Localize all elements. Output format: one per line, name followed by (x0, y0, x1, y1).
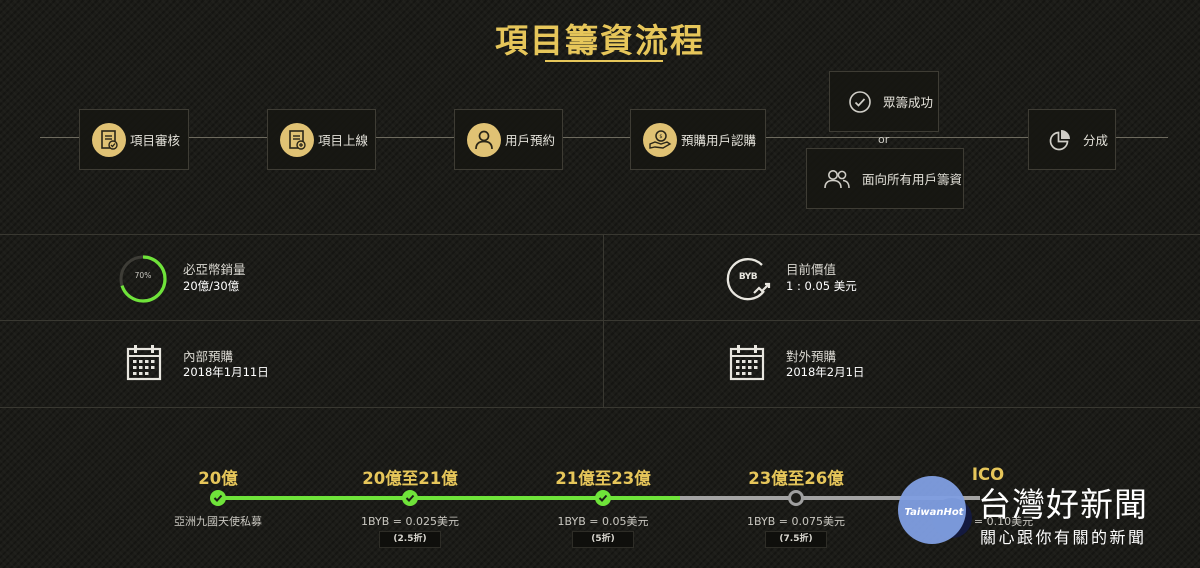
flow-step-label: 預購用戶認購 (681, 133, 757, 148)
byb-price-icon: BYB (724, 255, 772, 303)
stage-complete-node (595, 490, 611, 506)
users-icon (822, 166, 852, 192)
watermark-blue-circle (898, 476, 966, 544)
watermark-logo-text: TaiwanHot (904, 507, 964, 518)
internal-presale-label: 內部預購 (183, 349, 234, 364)
stage-title: 23億至26億 (748, 469, 844, 488)
coin-hand-icon: $ (643, 122, 677, 157)
stage-title: 20億至21億 (362, 469, 458, 488)
or-separator: or (878, 133, 890, 146)
external-presale-label: 對外預購 (786, 349, 837, 364)
grid-divider (0, 234, 1200, 235)
stage-title: ICO (971, 465, 1005, 484)
discount-badge: (5折) (572, 531, 634, 548)
sales-label: 必亞幣銷量 (183, 262, 246, 277)
sales-progress-ring: 70% (118, 254, 168, 304)
watermark-slogan: 關心跟你有關的新聞 (980, 528, 1147, 547)
flow-step-label: 項目上線 (318, 133, 369, 148)
check-circle-icon (847, 89, 873, 115)
svg-text:$: $ (659, 134, 662, 140)
flow-connector (563, 137, 630, 138)
flow-step-user-reservation: 用戶預約 (454, 109, 563, 170)
grid-divider (0, 320, 1200, 321)
sales-value: 20億/30億 (183, 279, 240, 293)
stage-pending-node (788, 490, 804, 506)
grid-divider (603, 234, 604, 407)
flow-connector (189, 137, 267, 138)
price-label: 目前價值 (786, 262, 837, 277)
flow-branch-public: 面向所有用戶籌資 (806, 148, 964, 209)
flow-step-presale-subscription: $ 預購用戶認購 (630, 109, 766, 170)
flow-step-revenue-share: 分成 (1028, 109, 1116, 170)
document-online-icon (280, 122, 314, 157)
calendar-icon (729, 344, 765, 385)
flow-step-label: 用戶預約 (505, 133, 556, 148)
grid-divider (0, 407, 1200, 408)
internal-presale-date: 2018年1月11日 (183, 365, 269, 379)
discount-badge: (2.5折) (379, 531, 441, 548)
flow-connector (1116, 137, 1168, 138)
external-presale-date: 2018年2月1日 (786, 365, 865, 379)
flow-connector (40, 137, 80, 138)
stage-desc: B = 0.10美元 (962, 515, 1034, 528)
stage-desc: 1BYB = 0.075美元 (747, 515, 845, 528)
discount-badge: (7.5折) (765, 531, 827, 548)
flow-step-label: 面向所有用戶籌資 (862, 172, 963, 187)
stage-complete-node (210, 490, 226, 506)
document-check-icon (92, 122, 126, 157)
page-title: 項目籌資流程 (495, 21, 705, 60)
flow-step-label: 分成 (1083, 133, 1109, 148)
timeline-pending-bar (680, 496, 980, 500)
title-underline (545, 60, 663, 62)
flow-connector (766, 137, 1028, 138)
flow-connector (376, 137, 454, 138)
flow-step-project-online: 項目上線 (267, 109, 376, 170)
stage-complete-node (402, 490, 418, 506)
stage-desc: 亞洲九國天使私募 (174, 515, 262, 528)
progress-percent: 70% (134, 271, 152, 280)
stage-desc: 1BYB = 0.05美元 (557, 515, 649, 528)
stage-desc: 1BYB = 0.025美元 (361, 515, 459, 528)
price-value: 1 : 0.05 美元 (786, 279, 857, 293)
flow-branch-success: 眾籌成功 (829, 71, 939, 132)
timeline-progress-bar (218, 496, 680, 500)
watermark-brand: 台灣好新聞 (978, 485, 1148, 524)
byb-logo-text: BYB (738, 272, 758, 282)
flow-step-label: 項目審核 (130, 133, 181, 148)
calendar-icon (126, 344, 162, 385)
stage-title: 21億至23億 (555, 469, 651, 488)
user-icon (467, 122, 501, 157)
pie-chart-icon (1047, 127, 1073, 153)
stage-title: 20億 (198, 469, 238, 488)
flow-step-label: 眾籌成功 (883, 95, 934, 110)
flow-step-project-review: 項目審核 (79, 109, 189, 170)
